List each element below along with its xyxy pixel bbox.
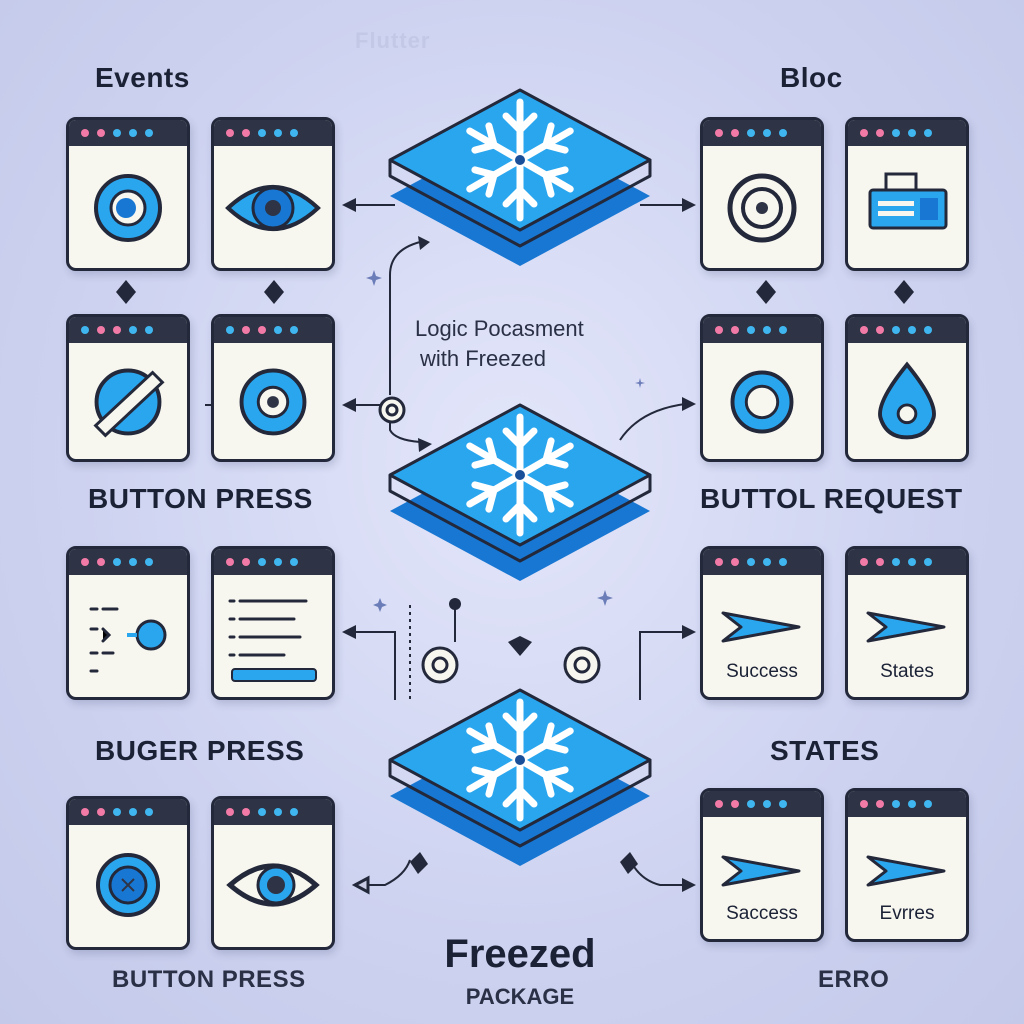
buger-card-ring[interactable] bbox=[66, 796, 190, 950]
freezed-title: Freezed bbox=[444, 932, 596, 976]
sparkle-icon bbox=[597, 590, 613, 606]
card-titlebar bbox=[703, 317, 821, 343]
buger-press-title: BUGER PRESS bbox=[95, 735, 305, 766]
states-card-success[interactable]: Saccess bbox=[700, 788, 824, 942]
target-icon bbox=[239, 368, 307, 436]
card-titlebar bbox=[214, 317, 332, 343]
press-card-lines[interactable] bbox=[211, 546, 335, 700]
drop-icon bbox=[878, 361, 936, 440]
arrowhead bbox=[342, 198, 356, 212]
buger-card-eye[interactable] bbox=[211, 796, 335, 950]
diamond-connector bbox=[756, 280, 776, 304]
diamond-connector bbox=[116, 280, 136, 304]
button-press-bottom-title: BUTTON PRESS bbox=[112, 966, 306, 993]
card-titlebar bbox=[69, 549, 187, 575]
request-card-states[interactable]: States bbox=[845, 546, 969, 700]
card-titlebar bbox=[214, 799, 332, 825]
card-titlebar bbox=[703, 549, 821, 575]
list-icon bbox=[89, 607, 167, 673]
events-card-target[interactable] bbox=[211, 314, 335, 462]
card-titlebar bbox=[214, 120, 332, 146]
card-titlebar bbox=[848, 317, 966, 343]
saccess-label: Saccess bbox=[726, 903, 798, 924]
card-titlebar bbox=[848, 120, 966, 146]
snowflake-icon bbox=[466, 698, 574, 822]
card-titlebar bbox=[848, 549, 966, 575]
bloc-card-ring[interactable] bbox=[700, 314, 824, 462]
arrowhead bbox=[682, 878, 696, 892]
arrow-icon bbox=[721, 855, 801, 887]
card-titlebar bbox=[703, 791, 821, 817]
buttol-request-title: BUTTOL REQUEST bbox=[700, 483, 963, 514]
node-shape bbox=[388, 403, 652, 581]
freezed-node-top[interactable] bbox=[380, 80, 660, 270]
ghost-title: Flutter bbox=[355, 28, 431, 53]
junction-dot bbox=[449, 598, 461, 610]
request-card-success[interactable]: Success bbox=[700, 546, 824, 700]
snowflake-icon bbox=[466, 413, 574, 537]
ring-node-inner bbox=[573, 656, 591, 674]
id-card-icon bbox=[868, 172, 948, 230]
text-lines-icon bbox=[228, 599, 317, 682]
node-shape bbox=[388, 88, 652, 266]
card-titlebar bbox=[69, 120, 187, 146]
states-card-evres[interactable]: Evrres bbox=[845, 788, 969, 942]
error-title: ERRO bbox=[818, 966, 890, 993]
events-card-eye[interactable] bbox=[211, 117, 335, 271]
sparkle-icon bbox=[635, 378, 645, 388]
card-titlebar bbox=[703, 120, 821, 146]
sparkle-icon bbox=[373, 598, 387, 612]
slash-icon bbox=[93, 368, 165, 438]
ring-node-inner bbox=[431, 656, 449, 674]
arrowhead bbox=[682, 198, 696, 212]
card-titlebar bbox=[69, 799, 187, 825]
freezed-node-middle[interactable] bbox=[380, 395, 660, 585]
success-label: Success bbox=[726, 661, 798, 682]
ring-icon bbox=[730, 370, 794, 434]
eye-icon bbox=[225, 185, 321, 231]
states-title: STATES bbox=[770, 735, 880, 766]
arrowhead bbox=[342, 625, 356, 639]
eye-icon bbox=[226, 863, 320, 907]
press-card-list[interactable] bbox=[66, 546, 190, 700]
logic-line-1: Logic Pocasment bbox=[415, 316, 584, 341]
arrowhead bbox=[682, 625, 696, 639]
target-icon bbox=[727, 173, 797, 243]
freezed-node-bottom[interactable] bbox=[380, 680, 660, 870]
ring-node bbox=[421, 646, 459, 684]
events-card-slash[interactable] bbox=[66, 314, 190, 462]
button-press-title: BUTTON PRESS bbox=[88, 483, 313, 514]
bloc-title: Bloc bbox=[780, 62, 843, 93]
arrowhead-outline bbox=[351, 875, 370, 895]
arrowhead bbox=[682, 397, 696, 411]
junction-dot bbox=[508, 636, 532, 656]
node-shape bbox=[388, 688, 652, 866]
ring-icon bbox=[96, 853, 160, 917]
card-titlebar bbox=[69, 317, 187, 343]
sparkle-icon bbox=[366, 270, 382, 286]
card-titlebar bbox=[848, 791, 966, 817]
bloc-card-drop[interactable] bbox=[845, 314, 969, 462]
snowflake-icon bbox=[466, 98, 574, 222]
arrowhead bbox=[342, 398, 356, 412]
events-card-ring[interactable] bbox=[66, 117, 190, 271]
ring-icon bbox=[94, 174, 162, 242]
arrow-icon bbox=[721, 611, 801, 643]
card-titlebar bbox=[214, 549, 332, 575]
diamond-connector bbox=[264, 280, 284, 304]
package-subtitle: PACKAGE bbox=[465, 984, 575, 1009]
evres-label: Evrres bbox=[879, 903, 935, 924]
bloc-card-idcard[interactable] bbox=[845, 117, 969, 271]
events-title: Events bbox=[95, 62, 190, 93]
diamond-connector bbox=[894, 280, 914, 304]
ring-node bbox=[563, 646, 601, 684]
states-label: States bbox=[880, 661, 934, 682]
bloc-card-target[interactable] bbox=[700, 117, 824, 271]
logic-line-2: with Freezed bbox=[420, 346, 546, 371]
arrow-icon bbox=[866, 611, 946, 643]
arrow-icon bbox=[866, 855, 946, 887]
